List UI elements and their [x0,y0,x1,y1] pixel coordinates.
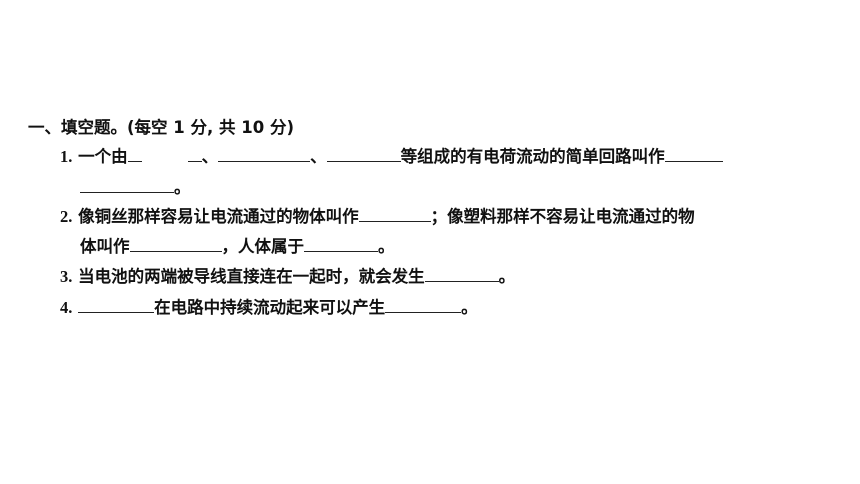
question-number: 4. [60,298,73,317]
question-text: 在电路中持续流动起来可以产生 [154,298,386,317]
question-text: ；像塑料那样不容易让电流通过的物 [430,207,695,226]
answer-blank[interactable] [78,298,155,313]
question-text: 。 [461,298,478,317]
question-4-line: 4. 在电路中持续流动起来可以产生 。 [60,297,478,319]
question-1-line-1: 1. 一个由 、 、 等组成的有电荷流动的简单回路叫作 [60,146,723,168]
question-text: 。 [378,237,395,256]
question-text: ，人体属于 [221,237,305,256]
answer-blank[interactable] [358,207,431,222]
answer-blank[interactable] [80,178,174,193]
question-text: 当电池的两端被导线直接连在一起时，就会发生 [78,267,425,286]
section-score-note: (每空 1 分, 共 10 分) [127,118,295,137]
question-number: 2. [60,207,73,226]
question-number: 1. [60,147,73,166]
section-heading-line: 一、填空题。(每空 1 分, 共 10 分) [28,117,294,139]
question-1-line-2: 。 [80,177,191,199]
separator: 、 [201,147,219,166]
question-text: 一个由 [78,147,128,166]
question-number: 3. [60,267,73,286]
answer-blank[interactable] [326,147,401,162]
question-2-line-1: 2. 像铜丝那样容易让电流通过的物体叫作 ；像塑料那样不容易让电流通过的物 [60,206,695,228]
answer-blank[interactable] [187,147,202,162]
question-3-line: 3. 当电池的两端被导线直接连在一起时，就会发生 。 [60,266,515,288]
answer-blank[interactable] [385,298,462,313]
answer-blank[interactable] [127,147,142,162]
answer-blank[interactable] [304,237,378,252]
question-text: 。 [174,178,191,197]
answer-blank[interactable] [664,147,723,162]
separator: 、 [310,147,327,166]
question-text: 等组成的有电荷流动的简单回路叫作 [400,147,665,166]
section-heading: 一、填空题。 [28,118,127,137]
question-text: 体叫作 [80,237,130,256]
question-text: 。 [498,267,516,286]
question-text: 像铜丝那样容易让电流通过的物体叫作 [78,207,359,226]
answer-blank[interactable] [129,237,222,252]
answer-blank[interactable] [218,147,311,162]
question-2-line-2: 体叫作 ，人体属于 。 [80,236,395,258]
answer-blank[interactable] [424,267,499,282]
